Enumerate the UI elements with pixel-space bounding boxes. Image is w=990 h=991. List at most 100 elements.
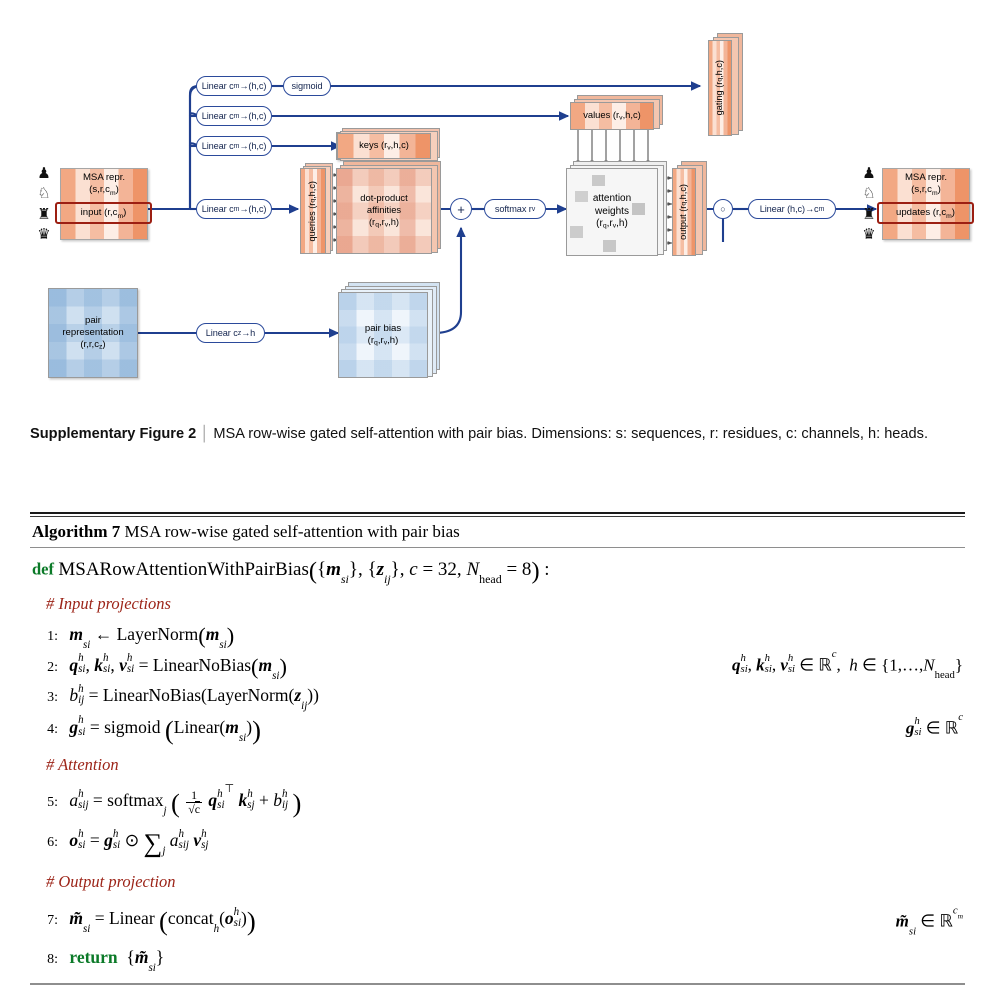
line-number: 7: (47, 912, 58, 928)
pair-bias-box: pair bias (rq,rv,h) (338, 282, 440, 378)
msa-sequence-icons-output: ♟ ♘ ♜ ♛ (855, 166, 883, 242)
operator-add: + (450, 198, 472, 220)
return-keyword: return (69, 947, 118, 968)
comment-input-projections: # Input projections (32, 591, 965, 621)
algorithm-line-8: 8: return {m̃si} (32, 943, 965, 975)
pill-text: Linear (h,c)→c (759, 204, 819, 214)
msa-input-dims: (s,r,cm) (89, 184, 119, 197)
hadamard-icon: ○ (720, 203, 726, 214)
msa-output-highlight-band: updates (r,cm) (877, 202, 974, 224)
comment-text: # Attention (46, 755, 119, 775)
algorithm-rule-top (30, 512, 965, 514)
def-keyword: def (32, 559, 54, 579)
queries-box: queries (rq,h,c) (300, 163, 333, 254)
attention-weights-label: attention weights (rq,rv,h) (592, 193, 632, 230)
msa-input-highlight-band: input (r,cm) (55, 202, 152, 224)
pair-representation-label: pair representation (r,r,cz) (62, 314, 124, 350)
pill-sigmoid[interactable]: sigmoid (283, 76, 331, 96)
algorithm-rule-mid (30, 547, 965, 548)
keys-label: keys (rv,h,c) (359, 139, 409, 152)
pair-bias-label: pair bias (rq,rv,h) (364, 322, 402, 346)
msa-input-title: MSA repr. (82, 172, 126, 183)
caption-label: Supplementary Figure 2 (30, 426, 197, 442)
queries-label: queries (rq,h,c) (307, 180, 318, 242)
pill-text: Linear c (205, 328, 238, 338)
msa-output-highlight-label: updates (r,cm) (895, 206, 955, 220)
sequence-glyph: ♟ (862, 165, 876, 182)
algorithm-title-text: MSA row-wise gated self-attention with p… (124, 522, 460, 541)
algorithm-def-line: def MSARowAttentionWithPairBias({msi}, {… (32, 555, 965, 591)
line-expression: {m̃si} (122, 947, 165, 975)
gating-box: gating (rq,h,c) (708, 33, 743, 136)
function-signature: MSARowAttentionWithPairBias({msi}, {zij}… (58, 557, 550, 587)
line-number: 4: (47, 721, 58, 737)
sequence-glyph: ♜ (862, 205, 876, 223)
line-number: 5: (47, 795, 58, 811)
dot-product-affinities-box: dot-product affinities (rq,rv,h) (336, 161, 441, 254)
pill-text: Linear c (201, 111, 234, 121)
plus-icon: + (457, 201, 465, 217)
sequence-glyph: ♜ (37, 205, 51, 223)
dot-product-label: dot-product affinities (rq,rv,h) (360, 192, 408, 229)
algorithm-body: def MSARowAttentionWithPairBias({msi}, {… (30, 548, 965, 983)
pill-text: softmax r (494, 204, 532, 214)
line-expression: msi ← LayerNorm(msi) (69, 623, 235, 652)
sequence-glyph: ♛ (862, 225, 876, 243)
sequence-glyph: ♘ (37, 185, 51, 203)
figure-diagram: ♟ ♘ ♜ ♛ MSA repr. (s,r,cm) input (r,cm) … (0, 0, 990, 400)
comment-attention: # Attention (32, 747, 965, 782)
caption-divider: │ (200, 426, 210, 442)
operator-hadamard: ○ (713, 199, 733, 219)
algorithm-title: Algorithm 7 MSA row-wise gated self-atte… (30, 517, 965, 547)
msa-output-title: MSA repr. (904, 172, 948, 183)
algorithm-rule-under-top (30, 516, 965, 517)
pill-text: Linear c (201, 204, 234, 214)
pill-text: sigmoid (291, 81, 323, 91)
comment-text: # Input projections (46, 594, 171, 614)
msa-repr-output-box: MSA repr. (s,r,cm) updates (r,cm) (877, 168, 974, 240)
pill-text: Linear c (201, 81, 234, 91)
comment-output-projection: # Output projection (32, 864, 965, 899)
values-box: values (rv,h,c) (570, 95, 663, 130)
algorithm-number: Algorithm 7 (32, 522, 121, 541)
line-number: 3: (47, 689, 58, 705)
algorithm-line-1: 1: msi ← LayerNorm(msi) (32, 621, 965, 651)
pair-representation-box: pair representation (r,r,cz) (48, 288, 138, 378)
line-7-annotation: m̃si ∈ ℝcm (895, 904, 963, 938)
output-box: output (rq,h,c) (672, 161, 707, 256)
gating-label: gating (rq,h,c) (714, 60, 725, 116)
msa-repr-input-box: MSA repr. (s,r,cm) input (r,cm) (55, 168, 152, 240)
comment-text: # Output projection (46, 871, 176, 891)
figure-caption: Supplementary Figure 2│MSA row-wise gate… (30, 424, 965, 445)
sequence-glyph: ♛ (37, 225, 51, 243)
sequence-glyph: ♘ (862, 185, 876, 203)
keys-box: keys (rv,h,c) (336, 128, 440, 161)
msa-sequence-icons-input: ♟ ♘ ♜ ♛ (30, 166, 58, 242)
output-label: output (rq,h,c) (678, 184, 689, 240)
msa-output-dims: (s,r,cm) (911, 184, 941, 197)
caption-text: MSA row-wise gated self-attention with p… (213, 426, 929, 442)
pill-text: Linear c (201, 141, 234, 151)
sequence-glyph: ♟ (37, 165, 51, 182)
line-number: 1: (47, 629, 58, 645)
